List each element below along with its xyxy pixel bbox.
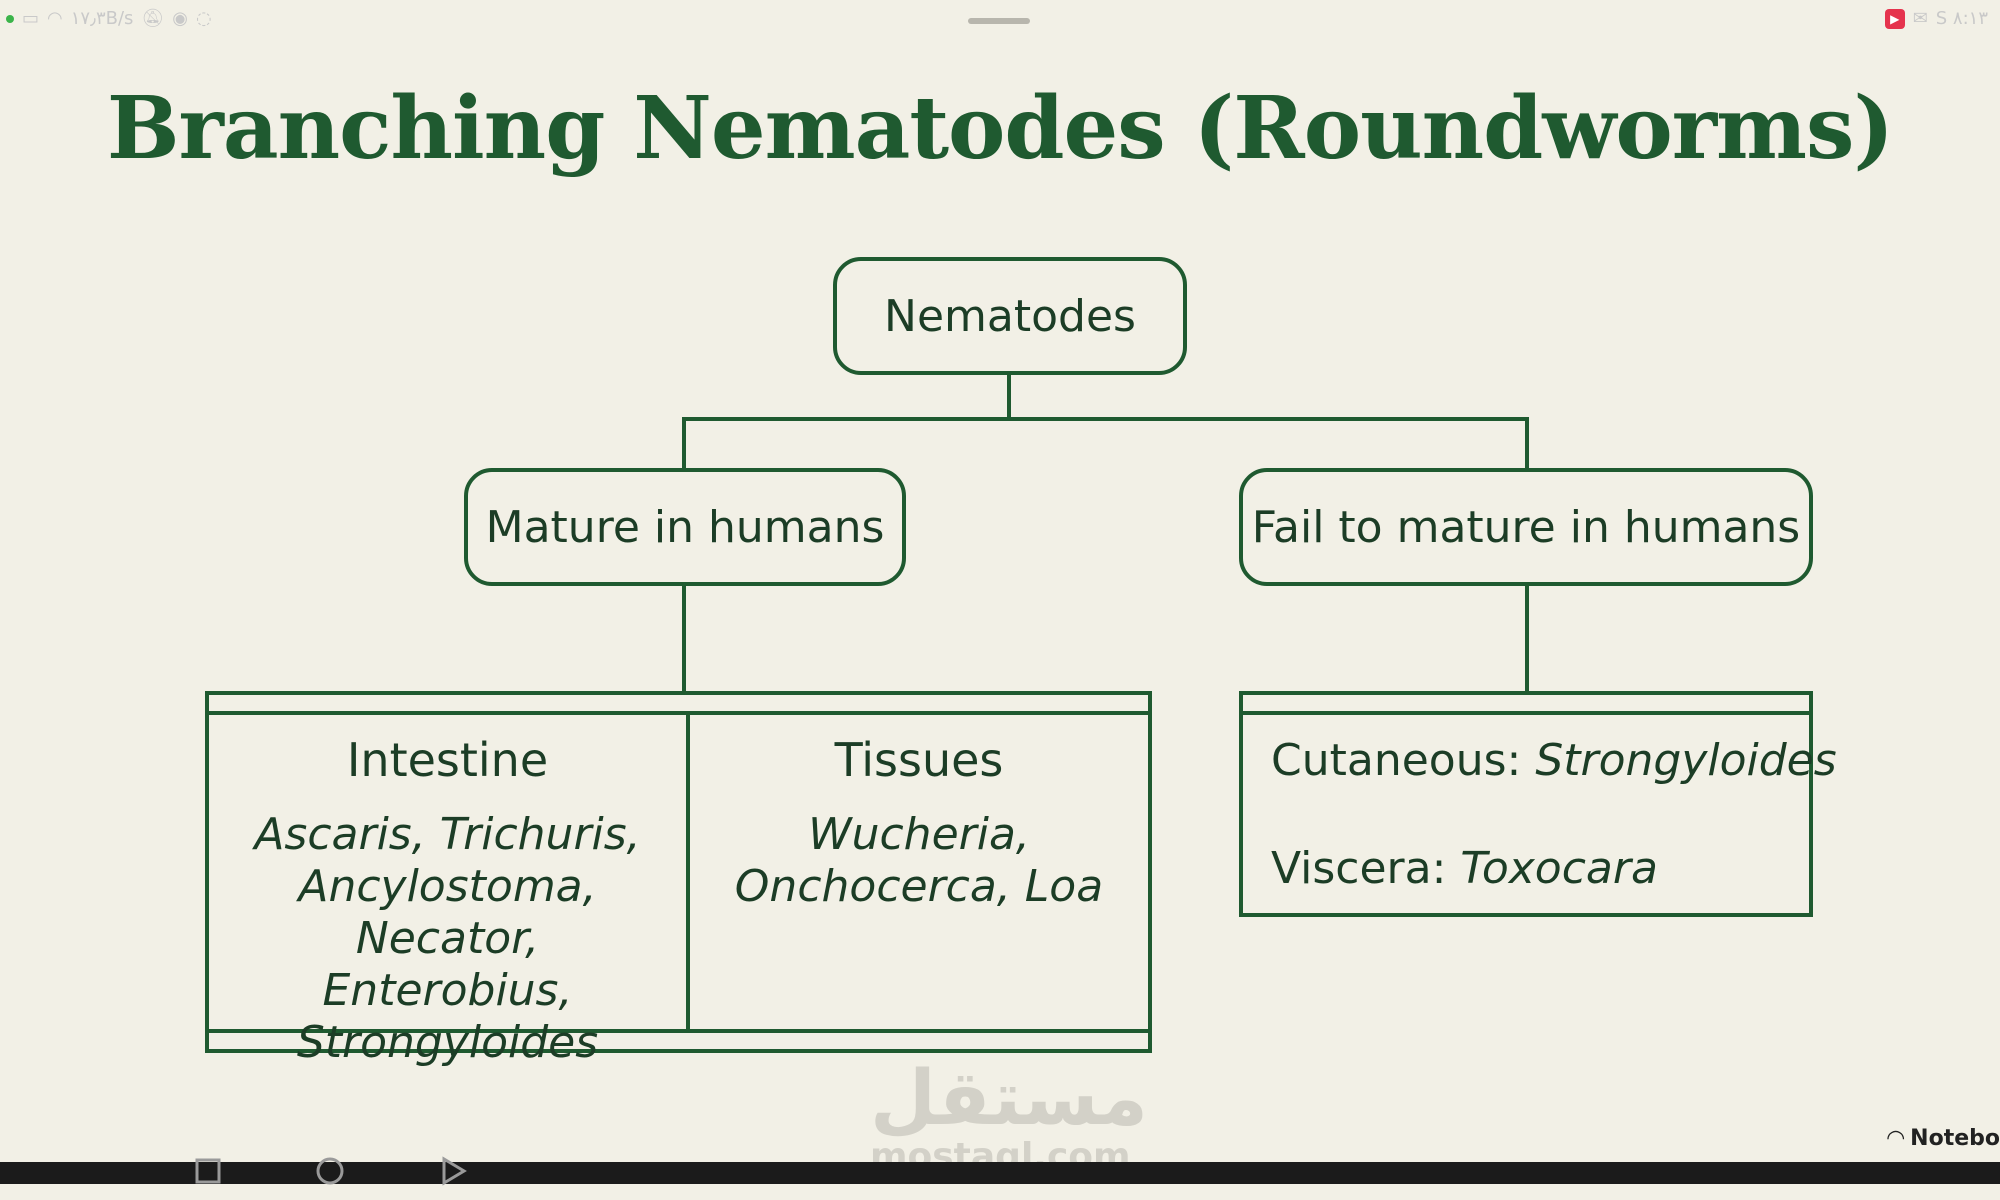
network-speed: ۱۷٫۳B/s (70, 8, 134, 29)
row-viscera-value: Toxocara (1460, 843, 1658, 894)
connector-left-to-table (682, 583, 686, 695)
column-tissues-list: Wucheria, Onchocerca, Loa (690, 809, 1148, 913)
connector-horizontal (682, 417, 1529, 421)
mail-icon: ✉ (1912, 8, 1928, 29)
clock-text: S ۸:۱۳ (1935, 8, 1988, 29)
connector-right-to-table (1525, 583, 1529, 695)
intestine-line-3: Enterobius, (322, 965, 573, 1016)
home-circle-icon[interactable] (315, 1156, 345, 1186)
column-intestine-list: Ascaris, Trichuris, Ancylostoma, Necator… (209, 809, 686, 1069)
intestine-line-1: Ascaris, Trichuris, (254, 809, 641, 860)
column-tissues: Tissues Wucheria, Onchocerca, Loa (690, 733, 1148, 913)
row-cutaneous: Cutaneous: Strongyloides (1271, 735, 1837, 786)
watermark: مستقل mostaql.com (870, 1053, 1148, 1178)
intestine-line-4: Strongyloides (296, 1017, 599, 1068)
notebook-badge-label: Notebo (1910, 1126, 2000, 1151)
node-nematodes-label: Nematodes (884, 290, 1136, 342)
table-fail-to-mature: Cutaneous: Strongyloides Viscera: Toxoca… (1239, 691, 1837, 917)
connector-left-down (682, 417, 686, 471)
node-mature-in-humans: Mature in humans (464, 468, 906, 586)
diagram-title: Branching Nematodes (Roundworms) (106, 78, 1894, 179)
table-mature-top-rule (209, 711, 1148, 715)
intestine-line-2: Ancylostoma, Necator, (298, 861, 597, 964)
table-mature-divider (686, 711, 690, 1031)
connector-right-down (1525, 417, 1529, 471)
status-bar: ▭ ◠ ۱۷٫۳B/s 🔕︎ ◉ ◌ ▶ ✉ S ۸:۱۳ (0, 0, 2000, 40)
row-cutaneous-label: Cutaneous: (1271, 735, 1536, 786)
connector-root-down (1007, 372, 1011, 420)
column-intestine-header: Intestine (346, 733, 549, 787)
recording-dot-icon (6, 14, 14, 23)
row-viscera-label: Viscera: (1271, 843, 1461, 894)
node-nematodes: Nematodes (833, 257, 1187, 375)
node-fail-label: Fail to mature in humans (1251, 501, 1801, 553)
wifi-icon: ◠ (47, 8, 63, 29)
column-intestine: Intestine Ascaris, Trichuris, Ancylostom… (209, 733, 686, 1069)
status-bar-right: ▶ ✉ S ۸:۱۳ (1884, 8, 1988, 29)
eye-icon: ◉ (172, 8, 188, 29)
sync-icon: ◌ (195, 8, 212, 29)
nav-bar (0, 1162, 2000, 1184)
table-mature: Intestine Ascaris, Trichuris, Ancylostom… (205, 691, 1152, 1068)
node-fail-to-mature: Fail to mature in humans (1239, 468, 1813, 586)
tissues-line-1: Wucheria, (808, 809, 1030, 860)
tissues-line-2: Onchocerca, Loa (734, 861, 1104, 912)
row-cutaneous-value: Strongyloides (1535, 735, 1837, 786)
table-fail-top-rule (1243, 711, 1809, 715)
recents-square-icon[interactable] (193, 1156, 223, 1186)
mute-icon: 🔕︎ (141, 8, 165, 29)
notebook-badge[interactable]: ◠ Notebo (1887, 1126, 2000, 1151)
notebook-icon: ◠ (1887, 1126, 1905, 1151)
column-tissues-header: Tissues (834, 733, 1004, 787)
drag-handle[interactable] (968, 18, 1030, 24)
node-mature-label: Mature in humans (485, 501, 885, 553)
watermark-arabic: مستقل (870, 1053, 1148, 1142)
row-viscera: Viscera: Toxocara (1271, 843, 1658, 894)
app-notification-icon: ▶ (1884, 8, 1905, 29)
table-mature-bottom-rule (209, 1029, 1148, 1033)
status-bar-left: ▭ ◠ ۱۷٫۳B/s 🔕︎ ◉ ◌ (6, 8, 212, 29)
back-triangle-icon[interactable] (438, 1156, 468, 1186)
battery-icon: ▭ (22, 8, 40, 29)
